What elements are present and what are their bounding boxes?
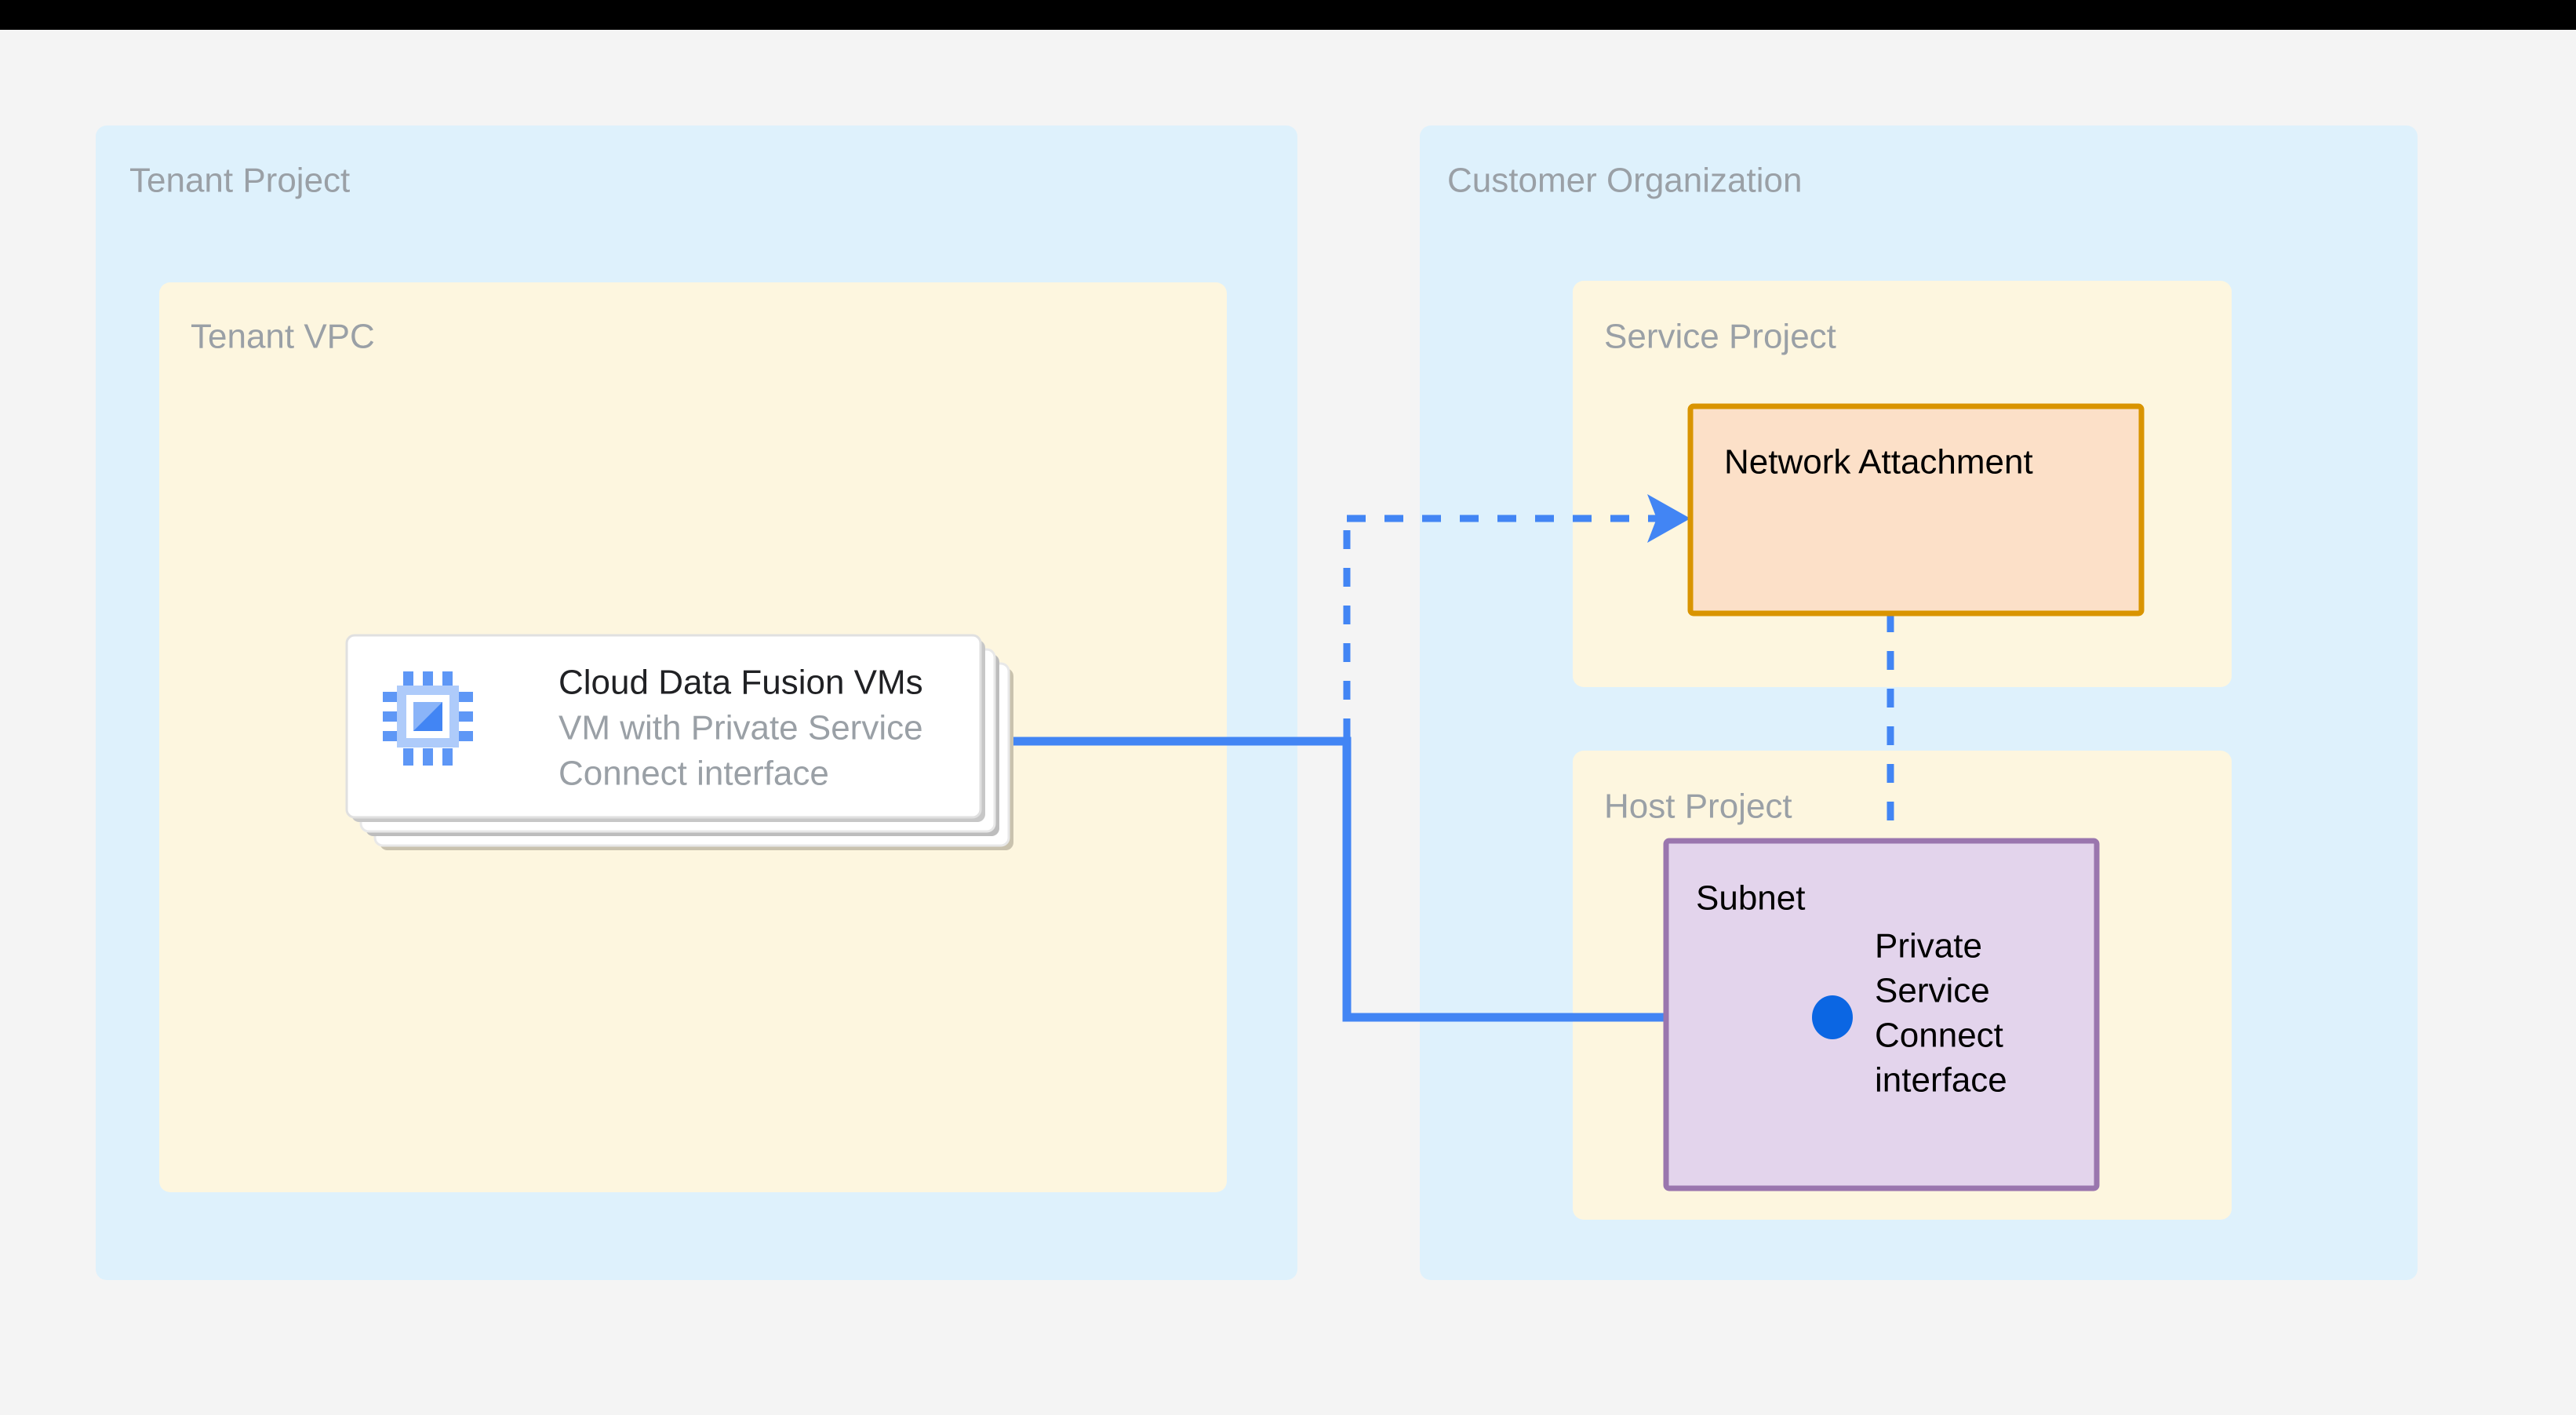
vm-card-subtitle-line1: VM with Private Service	[558, 709, 923, 748]
connector-vm-to-psc-interface	[1006, 737, 1796, 1022]
vm-card-subtitle-line2: Connect interface	[558, 755, 829, 793]
node-label-network-attachment: Network Attachment	[1724, 443, 2033, 482]
group-label-host-project: Host Project	[1604, 788, 1792, 826]
node-subnet[interactable]	[1663, 838, 2100, 1191]
psc-interface-label-line3: Connect	[1875, 1017, 2003, 1055]
group-label-tenant-project: Tenant Project	[129, 162, 350, 200]
top-black-bar	[0, 0, 2576, 30]
node-network-attachment[interactable]	[1687, 403, 2145, 617]
psc-interface-label-line4: interface	[1875, 1061, 2007, 1100]
group-label-customer-organization: Customer Organization	[1447, 162, 1802, 200]
psc-interface-label-line1: Private	[1875, 927, 1982, 966]
node-label-subnet: Subnet	[1696, 879, 1805, 918]
vm-card[interactable]	[345, 634, 982, 819]
psc-interface-label-line2: Service	[1875, 972, 1990, 1010]
psc-interface-endpoint-dot[interactable]	[1812, 995, 1853, 1039]
compute-engine-chip-icon	[383, 671, 473, 766]
group-label-tenant-vpc: Tenant VPC	[191, 318, 375, 356]
vm-card-title: Cloud Data Fusion VMs	[558, 664, 923, 702]
group-label-service-project: Service Project	[1604, 318, 1836, 356]
arrowhead-network-attachment	[1647, 494, 1690, 543]
